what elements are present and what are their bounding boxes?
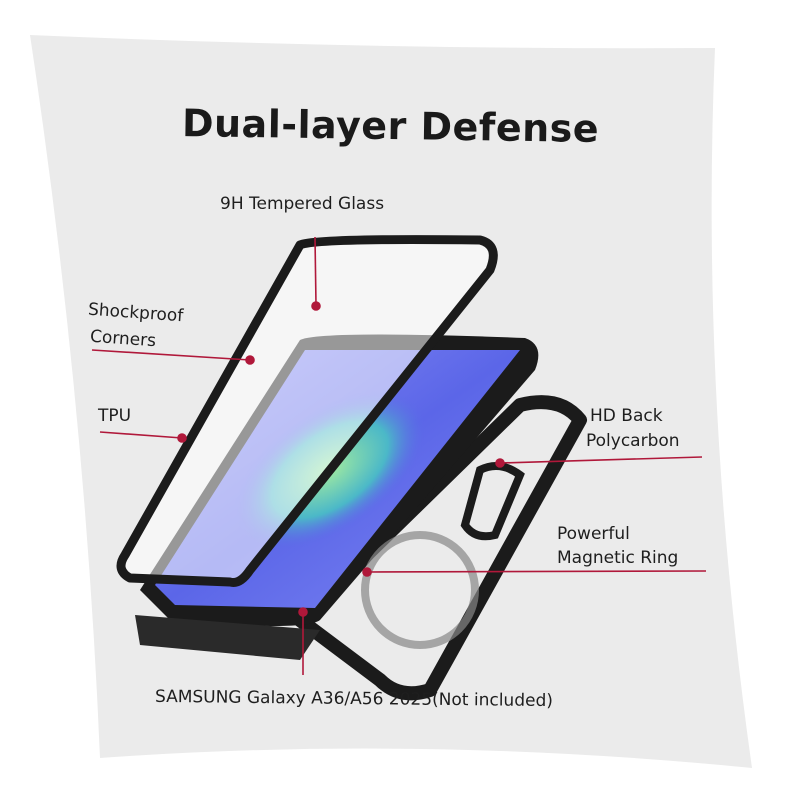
label-phone-model: SAMSUNG Galaxy A36/A56 2025(Not included… [154,686,554,712]
label-magnetic-ring: Magnetic Ring [557,548,679,568]
back-case [293,395,587,701]
label-corners: Corners [89,326,157,352]
label-polycarbon: Polycarbon [586,431,680,451]
label-tpu: TPU [98,406,132,426]
callout-lines [91,236,707,675]
label-powerful: Powerful [557,524,630,544]
page-title: Dual-layer Defense [181,101,600,151]
tempered-glass-frame [116,235,498,587]
label-tempered-glass: 9H Tempered Glass [220,194,385,214]
label-hd-back: HD Back [590,406,663,426]
